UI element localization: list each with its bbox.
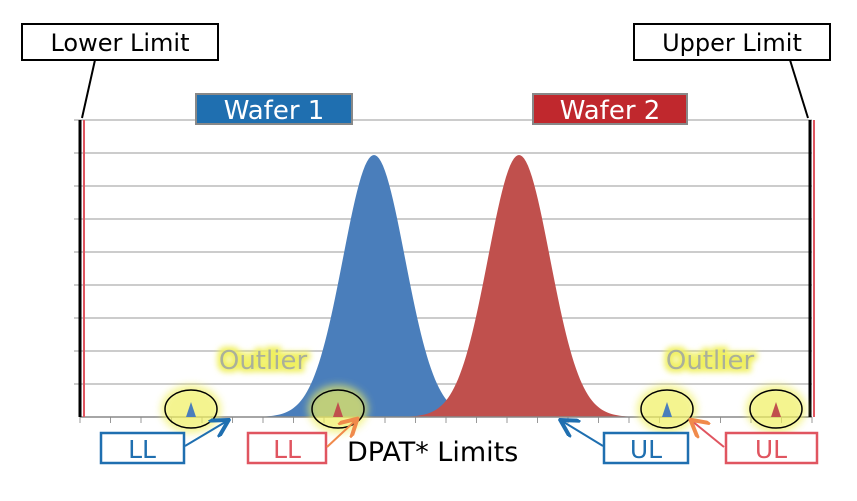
wafer1-distribution	[219, 155, 529, 417]
outlier-marker	[161, 385, 221, 433]
outlier-circle	[640, 389, 694, 429]
ll-wafer2-callout: LL	[246, 420, 356, 465]
lower-limit-callout: Lower Limit	[21, 23, 219, 119]
upper-limit-callout: Upper Limit	[633, 23, 831, 119]
outlier-spike	[186, 402, 196, 417]
ll-wafer1-text: LL	[128, 435, 156, 464]
lower-limit-text: Lower Limit	[50, 29, 189, 57]
ll-wafer1-callout: LL	[99, 421, 227, 465]
outlier-spike	[662, 402, 672, 417]
outlier-circle	[164, 389, 218, 429]
ll-wafer2-text: LL	[273, 435, 301, 464]
ul-wafer2-callout: UL	[692, 421, 819, 465]
outlier-marker	[746, 385, 806, 433]
outlier-label-left: Outlier	[219, 346, 308, 376]
outlier-marker	[308, 385, 368, 433]
wafer2-distribution	[364, 155, 674, 417]
wafer1-text: Wafer 1	[224, 96, 325, 126]
wafer2-label: Wafer 2	[532, 93, 688, 126]
ul-wafer1-callout: UL	[562, 421, 690, 465]
outlier-label-right: Outlier	[666, 346, 755, 376]
upper-limit-text: Upper Limit	[662, 29, 802, 57]
ul-wafer1-text: UL	[630, 435, 662, 464]
outlier-spike	[333, 402, 343, 417]
outlier-marker	[637, 385, 697, 433]
wafer2-text: Wafer 2	[560, 96, 661, 126]
outlier-spike	[771, 402, 781, 417]
chart-gridlines	[74, 119, 812, 385]
outlier-markers	[161, 385, 806, 433]
wafer1-label: Wafer 1	[195, 93, 353, 126]
ul-wafer2-text: UL	[755, 435, 787, 464]
outlier-circle	[749, 389, 803, 429]
dpat-limits-label: DPAT* Limits	[347, 437, 518, 468]
